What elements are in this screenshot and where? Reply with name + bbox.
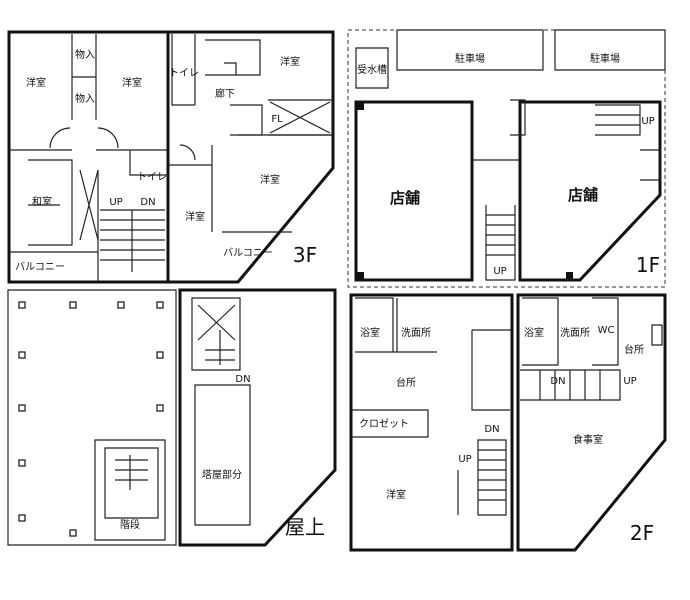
room-label: クロゼット — [359, 418, 409, 430]
floor-2f-plan: 浴室 洗面所 台所 クロゼット 洋室 UP DN 浴室 洗面所 WC 台所 DN… — [349, 293, 667, 552]
column-mark — [357, 272, 364, 279]
room-label: 浴室 — [360, 326, 380, 339]
room-label: 洋室 — [386, 488, 406, 501]
stairs-dn-label: DN — [140, 197, 155, 208]
stairs-up-label: UP — [458, 454, 471, 465]
room-label: トイレ — [169, 68, 199, 79]
room-label: WC — [598, 325, 615, 336]
column-mark — [357, 103, 364, 110]
room-label: 物入 — [75, 48, 95, 61]
stairs-dn-label: DN — [484, 424, 499, 435]
stairs-dn-label: DN — [550, 376, 565, 387]
room-label: 物入 — [75, 92, 95, 105]
room-label: 廊下 — [215, 87, 235, 100]
floor-label-1f: 1F — [636, 253, 660, 277]
stairs-up-label: UP — [623, 376, 636, 387]
floor-label-3f: 3F — [293, 243, 317, 267]
floor-label-roof: 屋上 — [285, 515, 325, 539]
stairs-up-label: UP — [109, 197, 122, 208]
floor-roof-plan: 階段 塔屋部分 DN 屋上 — [7, 288, 337, 547]
room-label: 駐車場 — [455, 52, 485, 65]
room-label: 洋室 — [260, 173, 280, 186]
column-mark — [566, 272, 573, 279]
room-label: 駐車場 — [590, 52, 620, 65]
room-label: 和室 — [32, 195, 52, 208]
room-label: 洋室 — [26, 76, 46, 89]
room-label: 階段 — [120, 518, 140, 531]
room-label: 店舗 — [568, 186, 598, 204]
floor-label-2f: 2F — [630, 521, 654, 545]
room-label: トイレ — [137, 172, 167, 183]
room-label: 洋室 — [280, 55, 300, 68]
stairs-dn-label: DN — [235, 374, 250, 385]
room-label: 台所 — [396, 376, 416, 389]
room-label: 食事室 — [573, 433, 603, 446]
room-label: 浴室 — [524, 326, 544, 339]
room-label: FL — [271, 114, 283, 125]
room-label: 洗面所 — [401, 327, 431, 339]
room-label: バルコニー — [223, 247, 273, 259]
room-label: 台所 — [624, 343, 644, 356]
room-label: 店舗 — [390, 189, 420, 207]
floor-3f-plan: 洋室 物入 物入 洋室 トイレ 洋室 廊下 FL トイレ 和室 UP DN 洋室… — [7, 30, 335, 284]
room-label: バルコニー — [15, 261, 65, 273]
column-marks — [18, 301, 164, 537]
stairs-up-label: UP — [641, 116, 654, 127]
room-label: 洋室 — [185, 210, 205, 223]
stairs-3f — [100, 209, 165, 272]
room-label: 塔屋部分 — [202, 468, 242, 481]
room-label: 洗面所 — [560, 327, 590, 339]
room-label: 受水槽 — [357, 63, 387, 76]
stairs-up-label: UP — [493, 266, 506, 277]
room-label: 洋室 — [122, 76, 142, 89]
floor-1f-plan: 受水槽 駐車場 駐車場 店舗 店舗 UP UP 1F — [347, 29, 666, 288]
